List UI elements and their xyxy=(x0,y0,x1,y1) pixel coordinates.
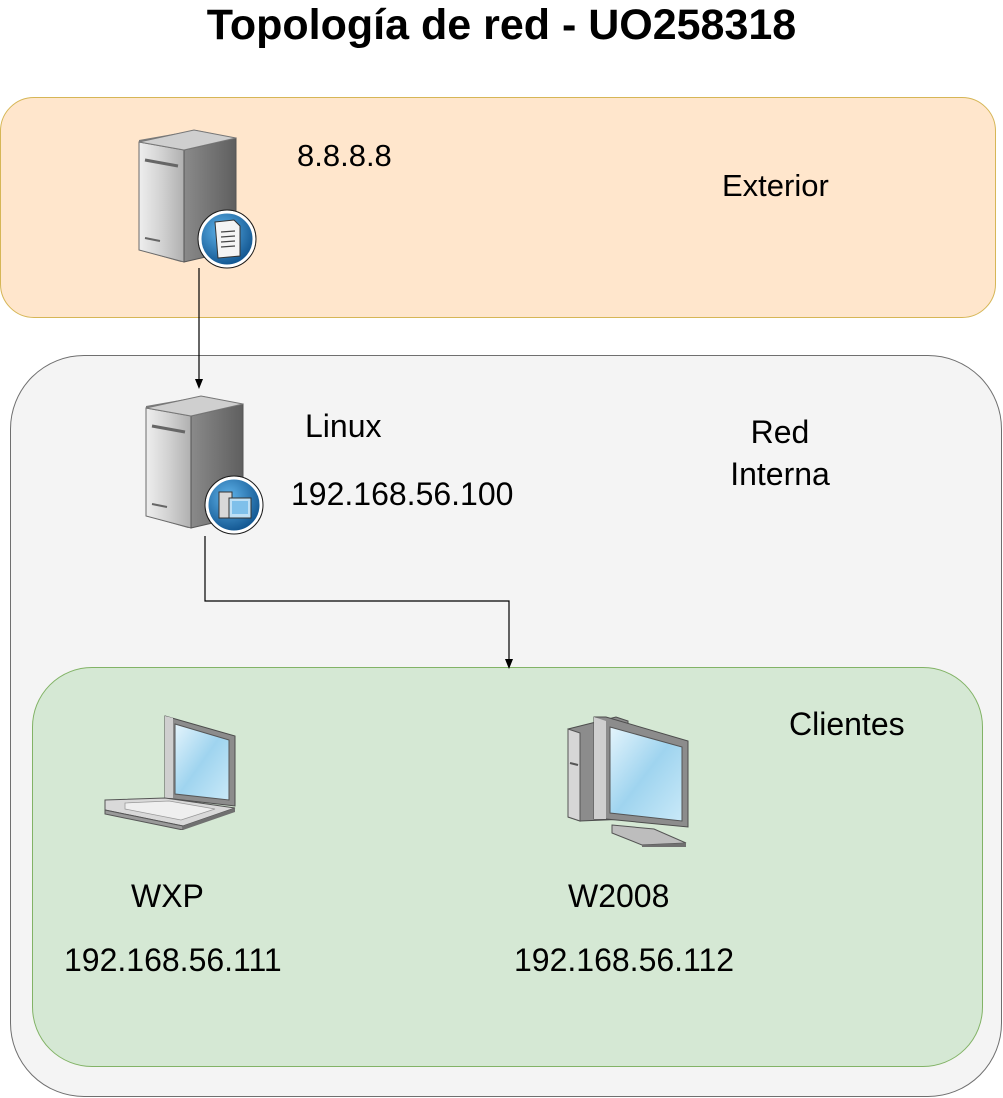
zone-clients-label: Clientes xyxy=(789,706,905,742)
diagram-title: Topología de red - UO258318 xyxy=(206,1,797,49)
zone-internal-label-line2: Interna xyxy=(730,456,830,492)
w2008-name-label: W2008 xyxy=(568,878,670,914)
web-server-icon[interactable] xyxy=(136,128,258,270)
linux-name-label: Linux xyxy=(305,408,382,444)
w2008-ip-label: 192.168.56.112 xyxy=(514,942,735,978)
zone-internal-label-line1: Red xyxy=(750,414,810,450)
zone-exterior-label: Exterior xyxy=(722,168,829,203)
wxp-ip-label: 192.168.56.111 xyxy=(64,942,282,978)
wxp-name-label: WXP xyxy=(131,878,204,914)
laptop-icon[interactable] xyxy=(103,714,239,830)
linux-ip-label: 192.168.56.100 xyxy=(291,476,514,512)
dns-ip-label: 8.8.8.8 xyxy=(297,138,392,173)
desktop-computer-icon[interactable] xyxy=(566,715,692,847)
application-server-icon[interactable] xyxy=(143,394,265,536)
